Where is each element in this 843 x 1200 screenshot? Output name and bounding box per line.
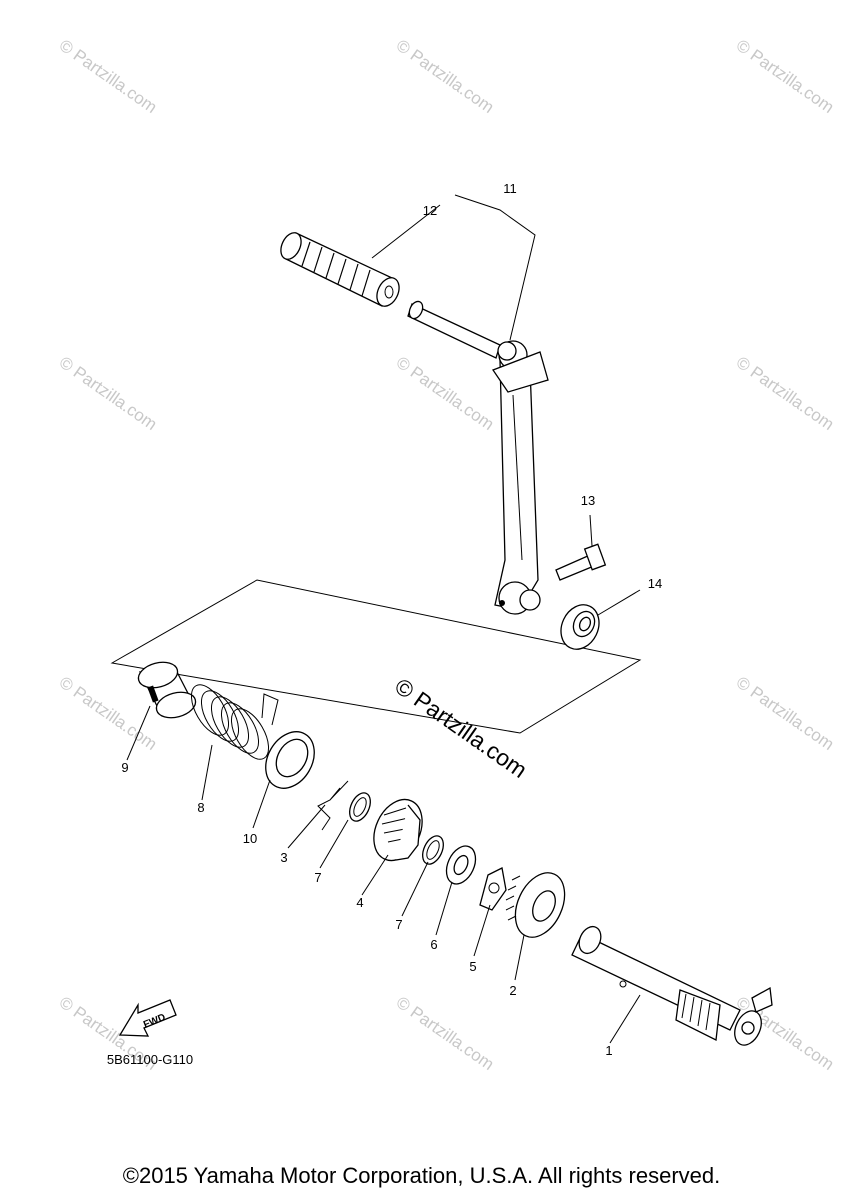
callout-7: 7	[395, 917, 402, 932]
callout-3: 3	[280, 850, 287, 865]
callout-12: 12	[423, 203, 437, 218]
copyright-notice: ©2015 Yamaha Motor Corporation, U.S.A. A…	[122, 1163, 721, 1188]
callouts: 11 12 13 14 9 8 10 3 7 4 7 6 5 2 1	[121, 181, 662, 1058]
part-3-clip	[317, 780, 349, 831]
callout-6: 6	[430, 937, 437, 952]
part-9-collar	[137, 661, 197, 719]
watermark: © Partzilla.com	[393, 993, 498, 1074]
callout-7: 7	[314, 870, 321, 885]
callout-14: 14	[648, 576, 662, 591]
callout-5: 5	[469, 959, 476, 974]
center-watermark: © Partzilla.com	[390, 673, 532, 783]
oil-seal	[560, 604, 600, 650]
part-6-washer	[445, 845, 477, 885]
part-8-spring	[190, 684, 279, 760]
kick-grip	[280, 232, 400, 307]
part-10-spring-guide	[265, 731, 315, 789]
assembly-outline	[110, 579, 642, 734]
fwd-arrow: FWD	[118, 999, 177, 1037]
watermark: © Partzilla.com	[733, 673, 838, 754]
pinch-bolt	[555, 543, 607, 581]
part-7-circlip	[422, 835, 444, 865]
callout-13: 13	[581, 493, 595, 508]
callout-8: 8	[197, 800, 204, 815]
callout-2: 2	[509, 983, 516, 998]
callout-11: 11	[503, 181, 517, 196]
part-1-kick-shaft	[571, 925, 773, 1046]
watermark: © Partzilla.com	[56, 353, 161, 434]
callout-4: 4	[356, 895, 363, 910]
callout-10: 10	[243, 831, 257, 846]
diagram-code: 5B61100-G110	[107, 1052, 193, 1067]
part-7-circlip	[349, 792, 371, 822]
watermark: © Partzilla.com	[393, 353, 498, 434]
callout-1: 1	[605, 1043, 612, 1058]
part-2-kick-gear	[505, 872, 566, 938]
callout-9: 9	[121, 760, 128, 775]
watermark: © Partzilla.com	[56, 36, 161, 117]
kick-crank-assembly	[280, 232, 607, 650]
watermark: © Partzilla.com	[393, 36, 498, 117]
watermark: © Partzilla.com	[733, 353, 838, 434]
leader-lines	[126, 194, 641, 1044]
part-5-plate	[479, 867, 507, 911]
watermark: © Partzilla.com	[733, 36, 838, 117]
part-4-ratchet	[373, 798, 423, 862]
watermark-grid: © Partzilla.com © Partzilla.com © Partzi…	[56, 36, 838, 1074]
